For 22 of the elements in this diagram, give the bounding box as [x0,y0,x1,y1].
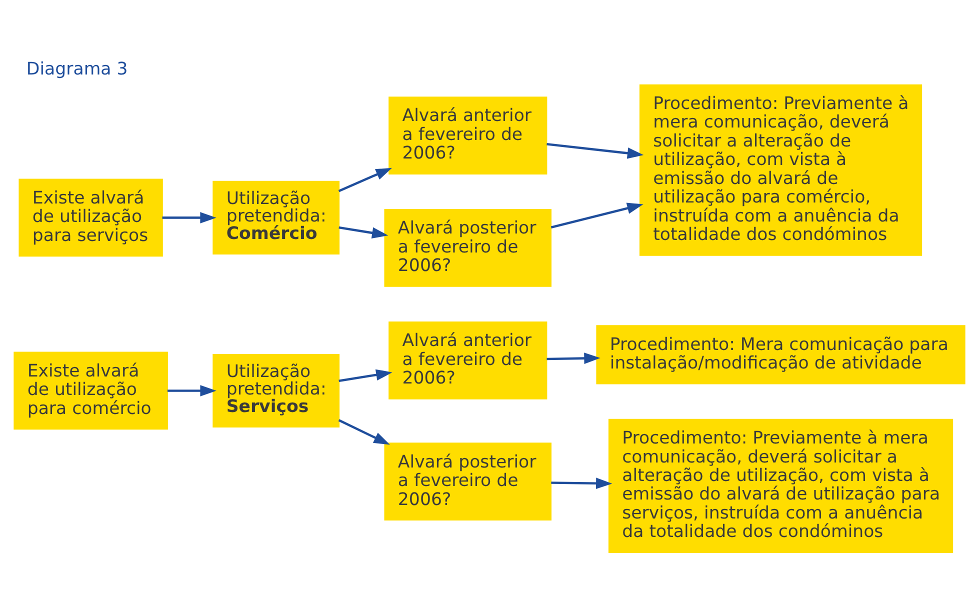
node-box: Alvará anterior a fevereiro de 2006? [388,321,548,399]
arrow [338,226,388,238]
node-box: Existe alvará de utilização para serviços [18,178,163,256]
node-box: Procedimento: Mera comunicação para instalação/modificação de atividade [596,324,966,384]
arrow [338,418,390,444]
arrow [168,384,216,396]
arrow [338,167,392,192]
node-box: Alvará anterior a fevereiro de 2006? [388,96,548,174]
arrow [550,202,644,228]
arrow [551,477,612,489]
arrow [546,352,600,364]
node-box: Procedimento: Previamente à mera comunicação, deverá solicitar a alteração de utilização, com vista à emissão do alvará de utilização para serviços, instruída com a anuência da totalidade dos condóminos [608,418,954,552]
arrow [338,368,392,382]
diagram-title: Diagrama 3 [26,58,128,79]
arrow [162,212,216,223]
arrow [546,142,644,158]
node-box: Alvará posterior a fevereiro de 2006? [384,208,552,286]
node-box: Existe alvará de utilização para comércio [14,351,168,430]
node-box: Utilização pretendida: Comércio [212,180,340,254]
node-box: Procedimento: Previamente à mera comunicação, deverá solicitar a alteração de utilização, com vista à emissão do alvará de utilização para comércio, instruída com a anuência da totalidade dos condóminos [639,84,922,256]
node-box: Alvará posterior a fevereiro de 2006? [384,442,552,520]
node-box: Utilização pretendida: Serviços [212,353,340,427]
